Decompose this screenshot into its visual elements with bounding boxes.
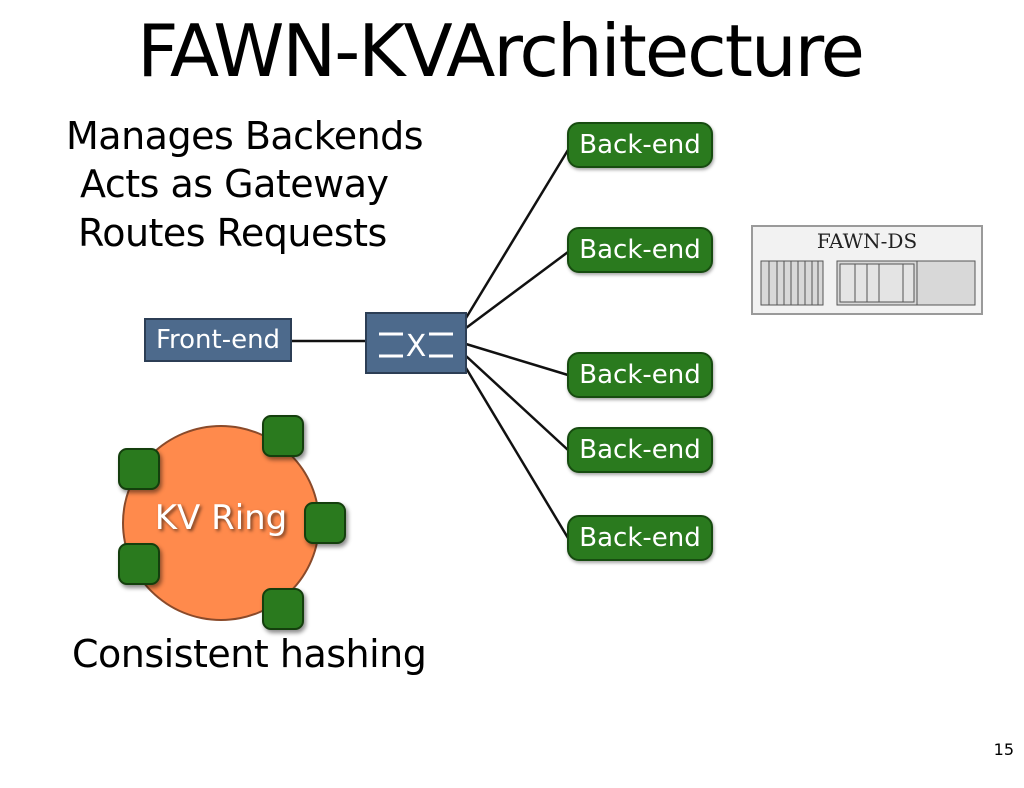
switch-backend-link-2 [465, 250, 569, 330]
fawn-ds-log-graphic [760, 260, 976, 306]
role-acts-as-gateway: Acts as Gateway [80, 162, 389, 206]
fawn-ds-panel: FAWN-DS [751, 225, 983, 315]
switch-glyph: X [406, 329, 427, 364]
backend-node-2: Back-end [567, 227, 713, 273]
backend-node-3: Back-end [567, 352, 713, 398]
ring-node [118, 543, 160, 585]
role-manages-backends: Manages Backends [66, 114, 424, 158]
switch-backend-link-3 [465, 342, 569, 377]
consistent-hashing-caption: Consistent hashing [72, 632, 427, 676]
kv-ring-label: KV Ring [154, 498, 288, 538]
ring-node [304, 502, 346, 544]
backend-node-5: Back-end [567, 515, 713, 561]
ring-node [118, 448, 160, 490]
switch-backend-link-5 [464, 367, 570, 539]
backend-node-1: Back-end [567, 122, 713, 168]
fawn-ds-label: FAWN-DS [816, 229, 918, 253]
switch-icon: X [379, 329, 453, 364]
role-routes-requests: Routes Requests [78, 211, 387, 255]
backend-node-4: Back-end [567, 427, 713, 473]
switch-node: X [365, 312, 467, 374]
frontend-node: Front-end [144, 318, 292, 362]
page-number: 15 [993, 740, 1014, 759]
slide-title: FAWN-KVArchitecture [137, 9, 865, 93]
switch-backend-link-4 [465, 355, 569, 451]
switch-backend-link-1 [464, 149, 570, 319]
ring-node [262, 415, 304, 457]
ring-node [262, 588, 304, 630]
